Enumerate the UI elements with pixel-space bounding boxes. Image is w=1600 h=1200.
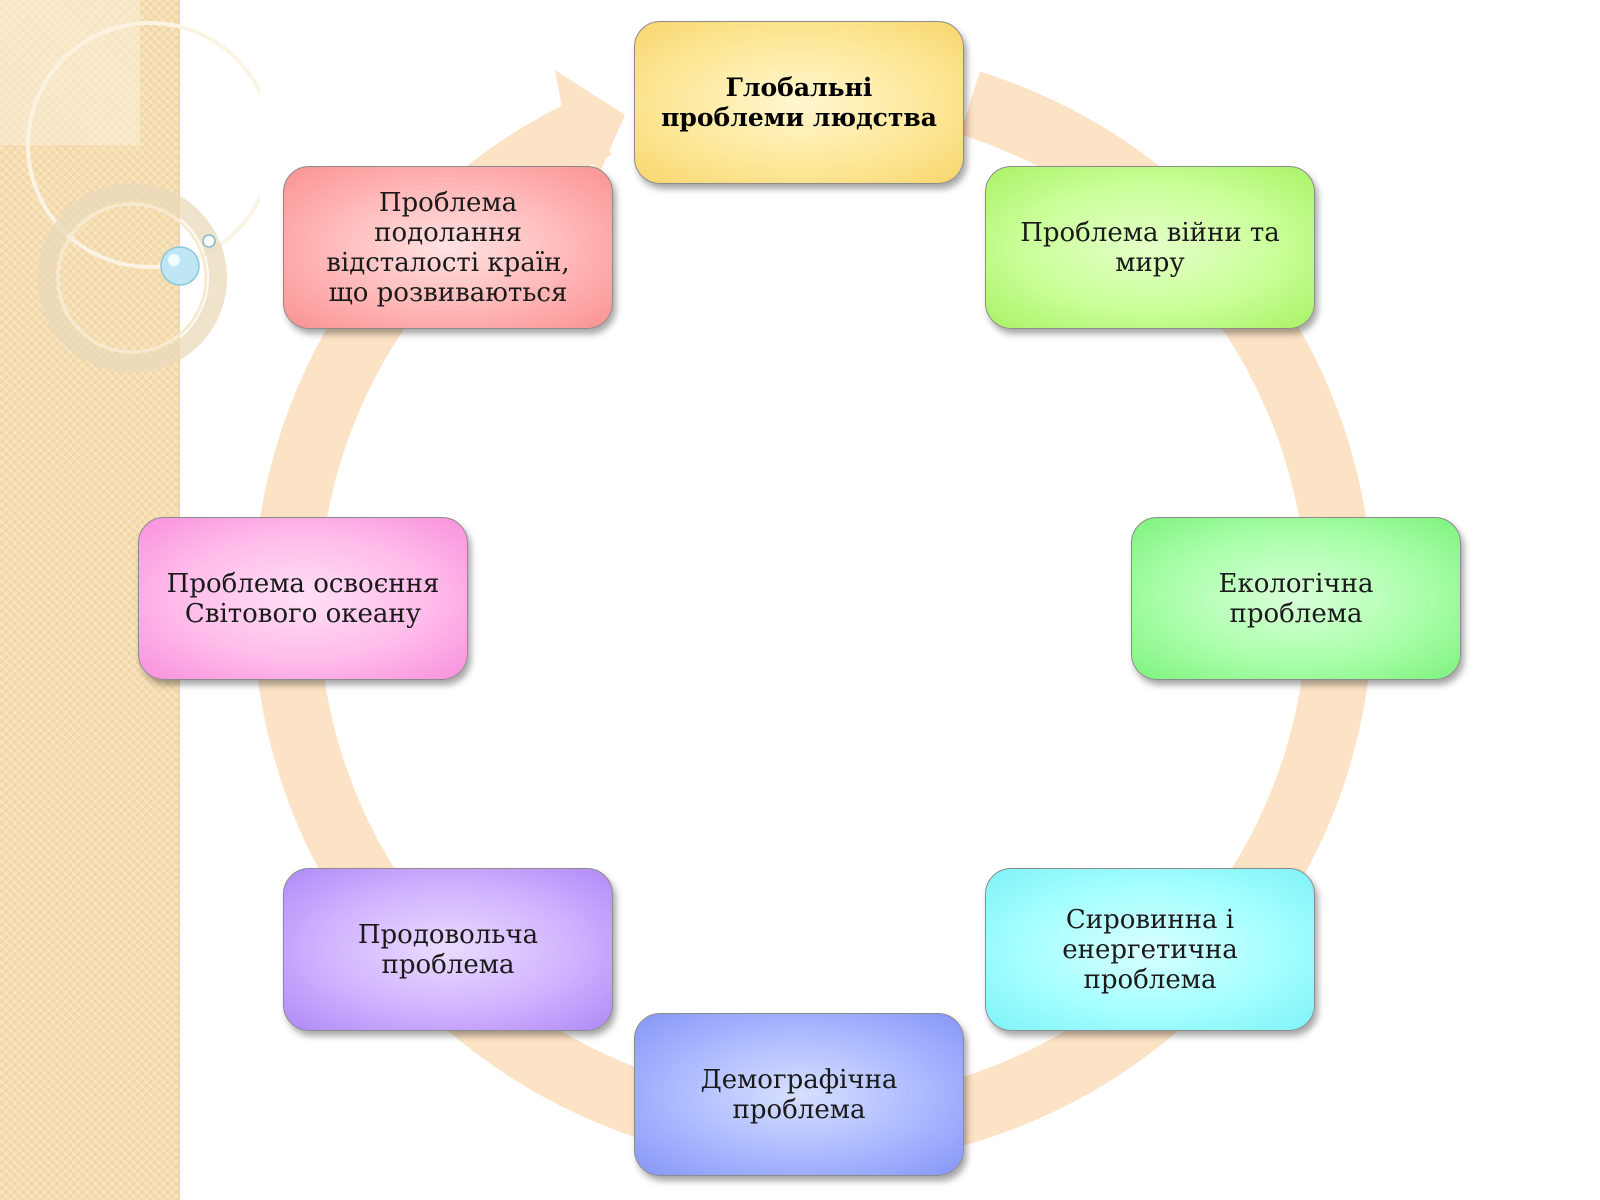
node-war-and-peace: Проблема війни та миру xyxy=(985,166,1315,329)
cycle-arrow-head xyxy=(555,70,625,172)
node-raw-materials-energy-label: Сировинна і енергетична проблема xyxy=(1062,904,1238,995)
node-ocean-exploration: Проблема освоєння Світового океану xyxy=(138,517,468,680)
bubble-highlight-icon xyxy=(168,254,180,266)
node-ocean-exploration-label: Проблема освоєння Світового океану xyxy=(166,568,440,629)
node-developing-countries: Проблема подолання відсталості країн, що… xyxy=(283,166,613,329)
node-ecological: Екологічна проблема xyxy=(1131,517,1461,680)
small-bubble-icon xyxy=(202,234,216,248)
node-ecological-label: Екологічна проблема xyxy=(1218,568,1374,629)
node-raw-materials-energy: Сировинна і енергетична проблема xyxy=(985,868,1315,1031)
decorative-circles xyxy=(0,0,260,373)
node-demographic-label: Демографічна проблема xyxy=(700,1064,898,1125)
node-food: Продовольча проблема xyxy=(283,868,613,1031)
node-developing-countries-label: Проблема подолання відсталості країн, що… xyxy=(326,187,570,308)
decor-ring xyxy=(37,183,227,373)
decor-ring-inner xyxy=(56,202,208,354)
node-demographic: Демографічна проблема xyxy=(634,1013,964,1176)
decor-square xyxy=(0,0,140,145)
node-global-problems: Глобальні проблеми людства xyxy=(634,21,964,184)
node-global-problems-label: Глобальні проблеми людства xyxy=(661,72,937,132)
node-food-label: Продовольча проблема xyxy=(357,919,539,980)
node-war-and-peace-label: Проблема війни та миру xyxy=(1020,217,1280,278)
